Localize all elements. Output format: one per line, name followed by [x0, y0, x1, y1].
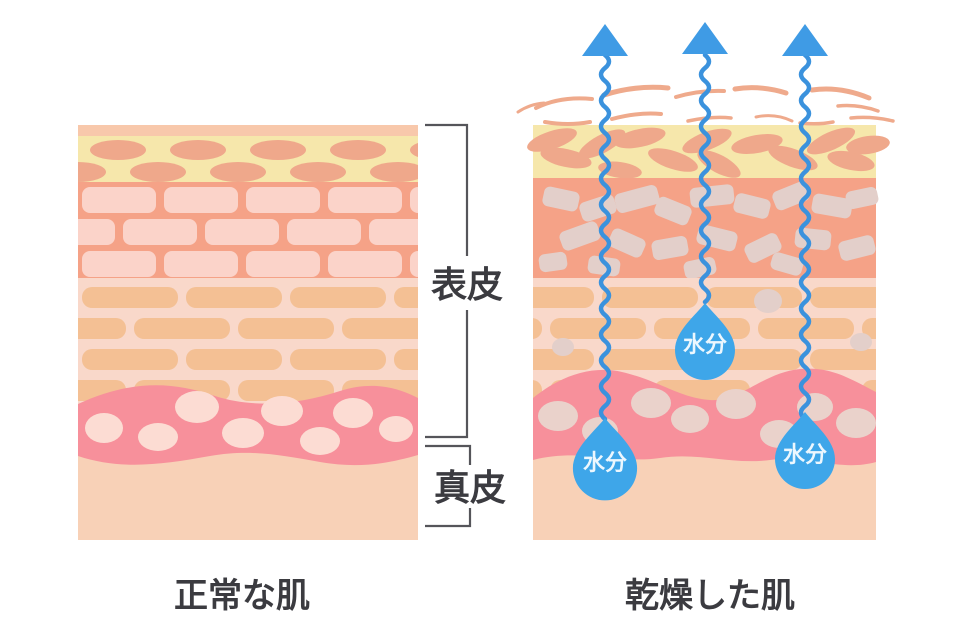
moisture-droplet-label: 水分 [583, 450, 627, 475]
dermis-label: 真皮 [434, 467, 506, 508]
epidermis-bracket: 表皮 [425, 123, 503, 439]
evaporation-arrows [582, 22, 828, 56]
moisture-stream [598, 52, 612, 422]
surface-strip-layer [78, 125, 418, 137]
dry-stratum-corneum-cells [527, 127, 890, 179]
moisture-stream [798, 52, 812, 422]
normal-skin-panel [78, 125, 418, 540]
moisture-droplet-label: 水分 [783, 442, 827, 467]
evaporation-arrow-icon [782, 24, 828, 56]
epidermis-label: 表皮 [431, 264, 503, 305]
moisture-streams [598, 52, 812, 422]
evaporation-arrow-icon [682, 22, 728, 54]
evaporation-arrow-icon [582, 24, 628, 56]
upper-epidermis-cells [78, 182, 418, 278]
moisture-stream [698, 52, 712, 305]
moisture-droplets: 水分 水分 水分 [572, 303, 835, 501]
dry-skin-panel: 水分 水分 水分 [516, 22, 895, 540]
caption-normal-skin: 正常な肌 [174, 577, 310, 615]
stratum-corneum-cells [78, 136, 418, 183]
caption-dry-skin: 乾燥した肌 [625, 577, 795, 615]
dermis-bracket: 真皮 [425, 444, 506, 528]
basal-layer-cells [85, 391, 413, 455]
stray-damaged-cells [552, 289, 872, 356]
moisture-droplet-label: 水分 [683, 332, 727, 357]
